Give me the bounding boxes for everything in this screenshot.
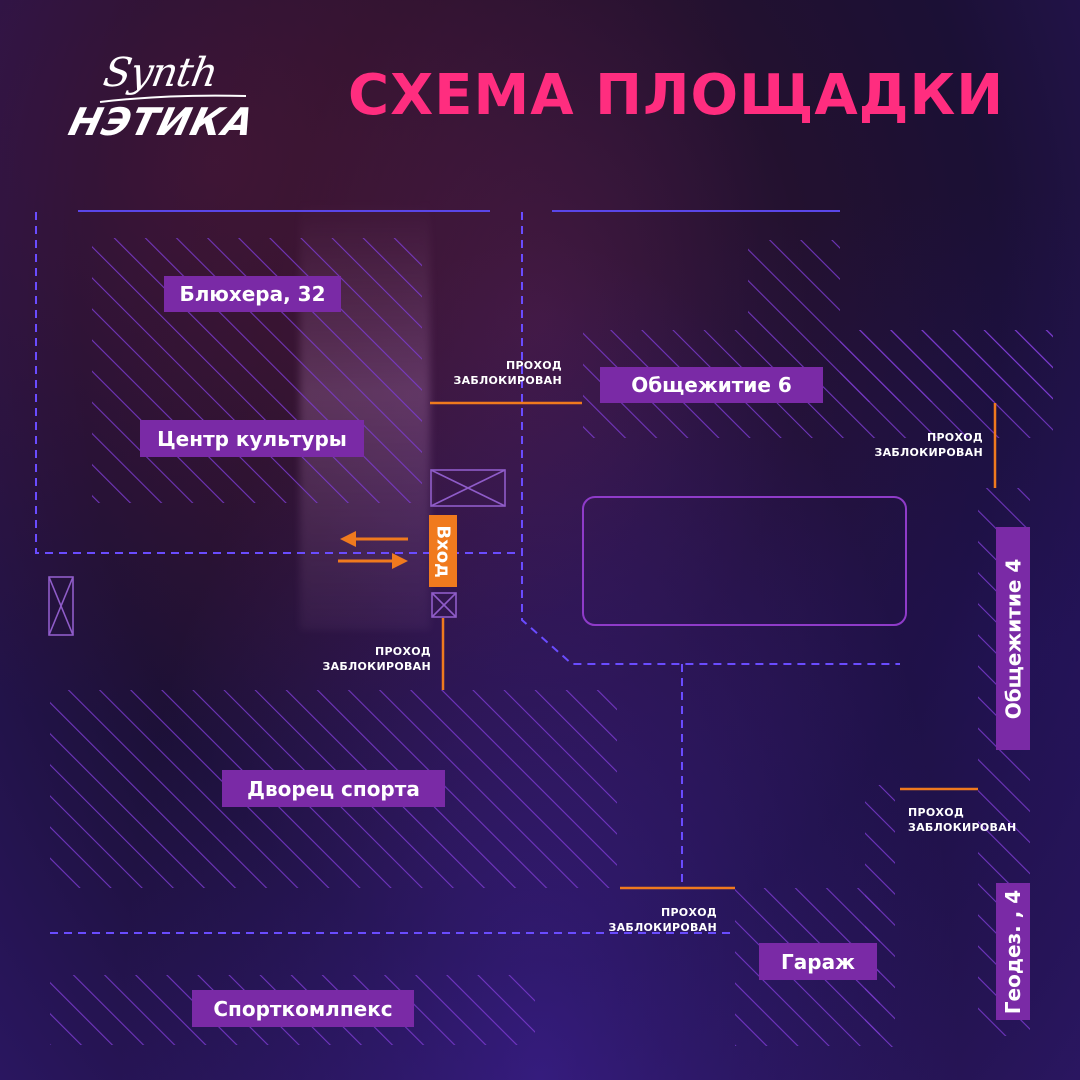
blocked-note-4-line1: ПРОХОД: [908, 806, 965, 819]
label-geodez: Геодез. , 4: [996, 883, 1030, 1020]
path-left-loop: [35, 212, 520, 554]
area-dorm6-top: [748, 240, 840, 330]
label-culture-center-text: Центр культуры: [157, 426, 347, 451]
label-dorm6-text: Общежитие 6: [631, 373, 792, 397]
blocked-note-2-line2: ЗАБЛОКИРОВАН: [874, 446, 983, 459]
label-sports-palace-text: Дворец спорта: [247, 776, 420, 801]
blocked-note-4: ПРОХОД ЗАБЛОКИРОВАН: [908, 805, 1052, 835]
label-bluhera: Блюхера, 32: [164, 276, 341, 312]
label-sports-complex-text: Спорткомлпекс: [213, 996, 393, 1021]
blocked-note-4-line2: ЗАБЛОКИРОВАН: [908, 821, 1017, 834]
label-geodez-text: Геодез. , 4: [1001, 889, 1025, 1014]
label-garage-text: Гараж: [781, 949, 855, 974]
label-sports-palace: Дворец спорта: [222, 770, 445, 807]
blocked-note-3-line2: ЗАБЛОКИРОВАН: [322, 660, 431, 673]
area-dorm6-right: [840, 330, 1053, 402]
path-center-vertical: [521, 212, 900, 665]
dashed-paths: [35, 212, 900, 934]
label-dorm4-text: Общежитие 4: [1001, 558, 1026, 719]
gate-top: [430, 469, 506, 507]
gates: [48, 469, 506, 636]
label-culture-center: Центр культуры: [140, 420, 364, 457]
area-geodez-left: [865, 785, 895, 1047]
blocked-note-5-line1: ПРОХОД: [660, 906, 717, 919]
entrance-marker: Вход: [429, 515, 457, 587]
logo-script: Synth: [99, 50, 221, 96]
logo-swoosh-icon: [99, 94, 247, 103]
blocked-note-1-line1: ПРОХОД: [505, 359, 562, 372]
blocked-note-1-line2: ЗАБЛОКИРОВАН: [453, 374, 562, 387]
label-dorm4: Общежитие 4: [996, 527, 1030, 750]
label-garage: Гараж: [759, 943, 877, 980]
arrow-right-icon: [338, 553, 408, 569]
blocked-note-3-line1: ПРОХОД: [374, 645, 431, 658]
central-square: [582, 496, 907, 626]
arrow-left-icon: [340, 531, 408, 547]
blocked-note-5: ПРОХОД ЗАБЛОКИРОВАН: [575, 905, 717, 935]
blocked-lines: [430, 401, 997, 890]
logo-block: НЭТИКА: [64, 100, 260, 144]
entrance-text: Вход: [432, 524, 454, 578]
blocked-note-2-line1: ПРОХОД: [926, 431, 983, 444]
blocked-note-2: ПРОХОД ЗАБЛОКИРОВАН: [840, 430, 983, 460]
label-sports-complex: Спорткомлпекс: [192, 990, 414, 1027]
gate-small: [431, 592, 457, 618]
label-dorm6: Общежитие 6: [600, 367, 823, 403]
label-bluhera-text: Блюхера, 32: [179, 282, 326, 306]
logo: Synth НЭТИКА: [64, 50, 260, 150]
page-title: СХЕМА ПЛОЩАДКИ: [348, 63, 1005, 128]
blocked-note-3: ПРОХОД ЗАБЛОКИРОВАН: [288, 644, 431, 674]
gate-left: [48, 576, 74, 636]
blocked-note-5-line2: ЗАБЛОКИРОВАН: [608, 921, 717, 934]
entrance-arrows: [338, 531, 408, 569]
blocked-note-1: ПРОХОД ЗАБЛОКИРОВАН: [420, 358, 562, 388]
